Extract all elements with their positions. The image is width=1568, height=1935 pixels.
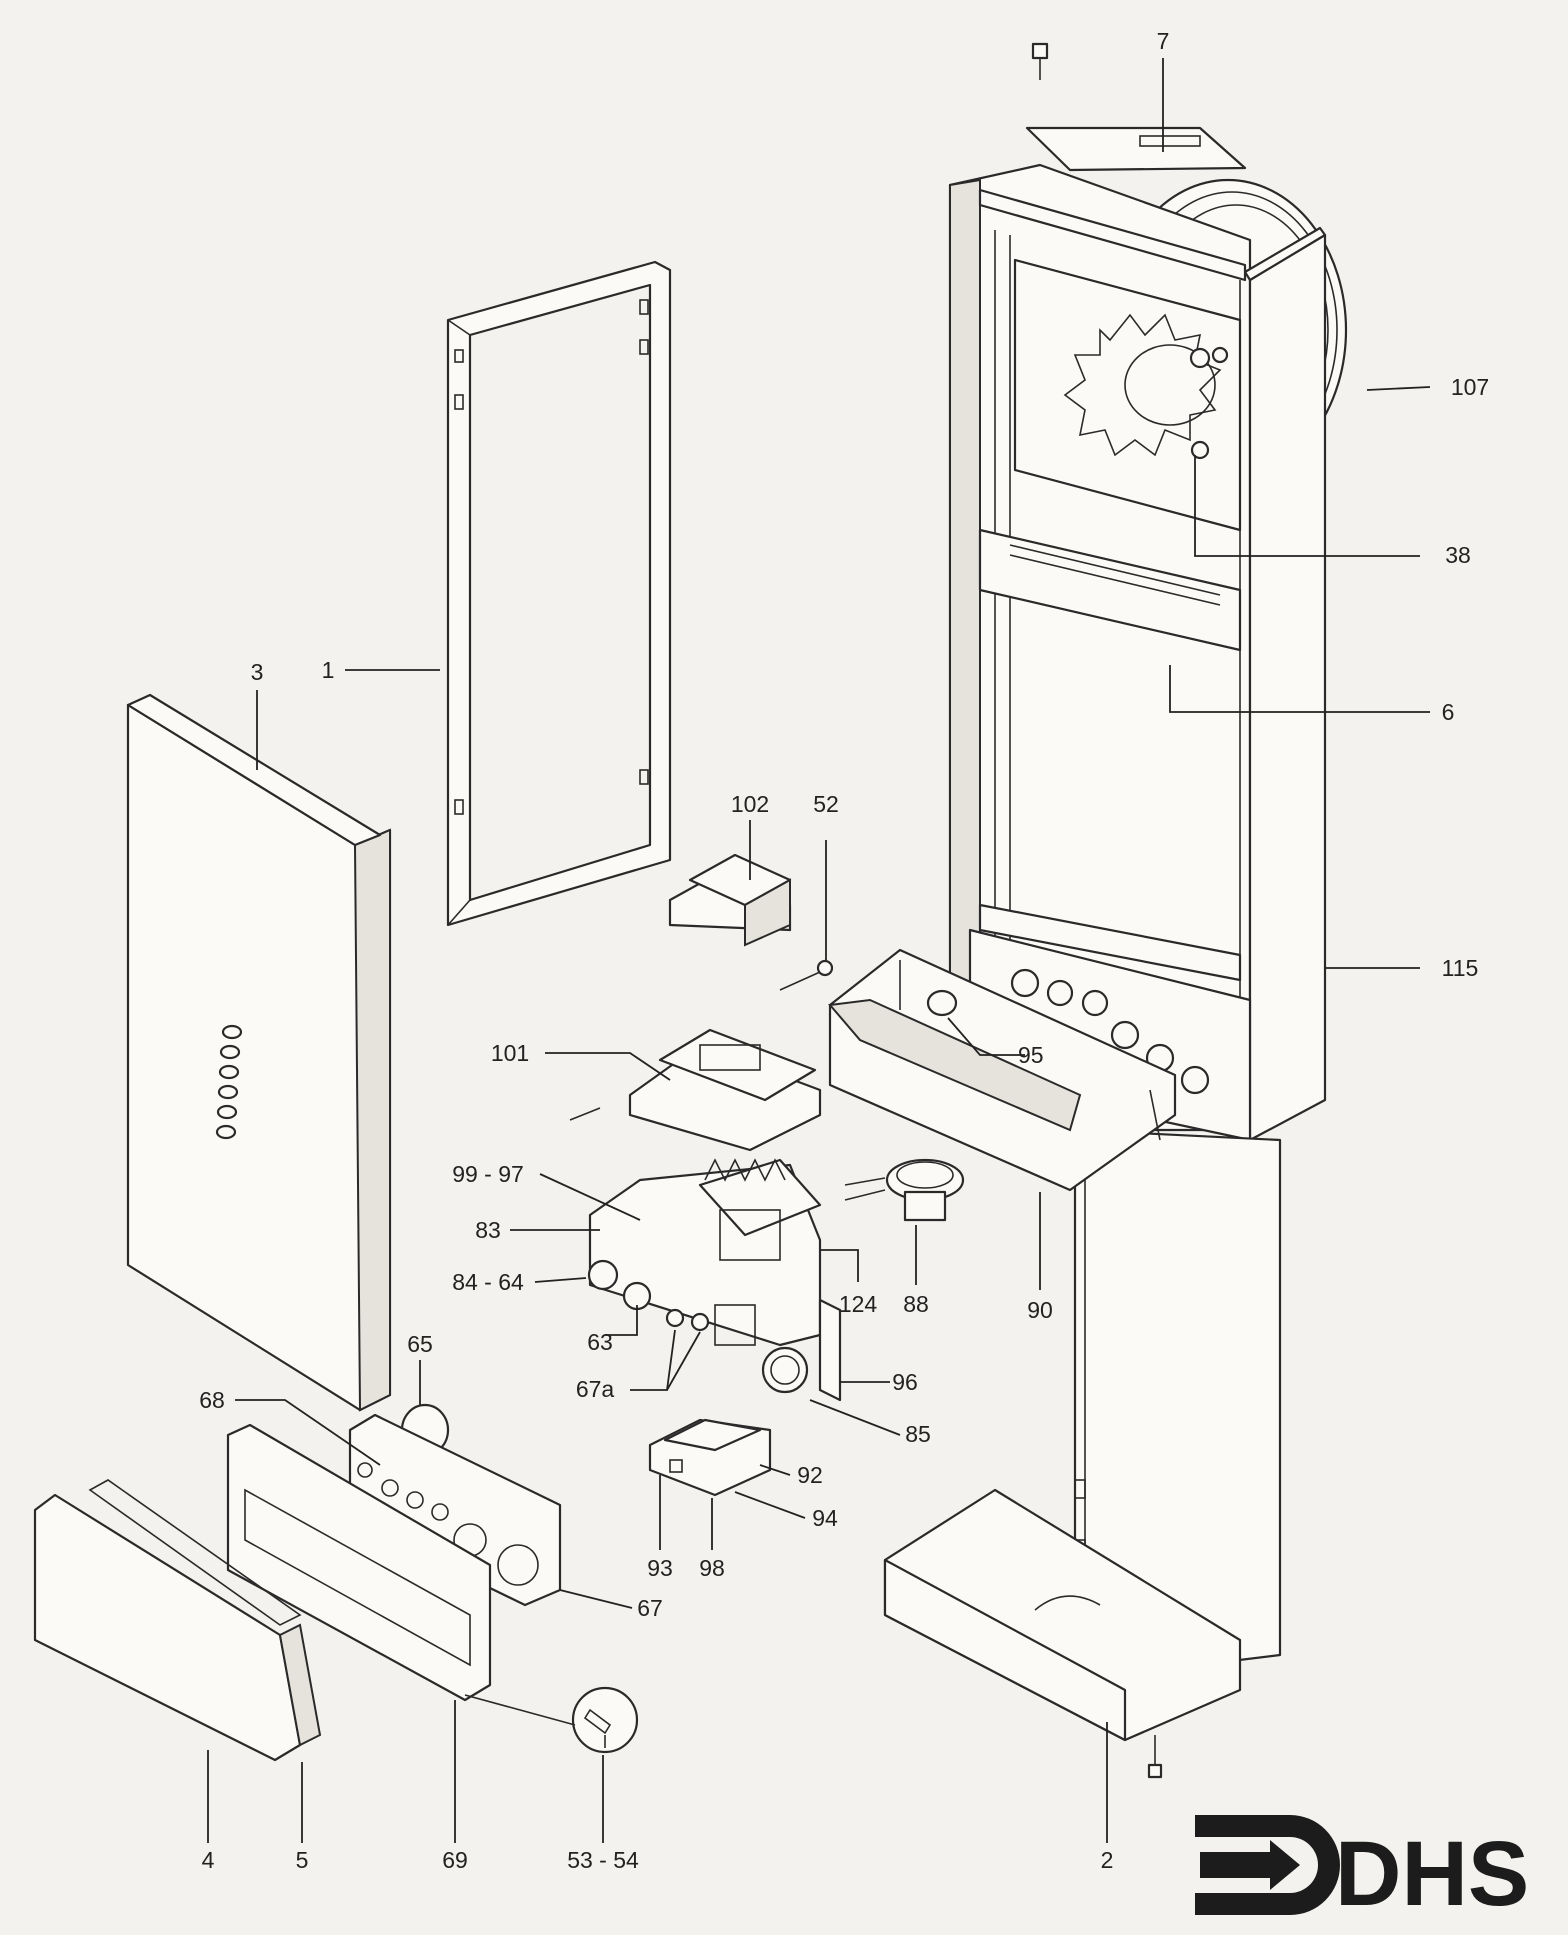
label-1: 1 [322, 657, 335, 683]
lower-front-panel [33, 1479, 322, 1762]
part-labels: 7 107 38 6 115 3 1 102 52 95 101 99 - 97… [199, 28, 1489, 1873]
label-90: 90 [1027, 1297, 1053, 1323]
label-2: 2 [1101, 1847, 1114, 1873]
label-52: 52 [813, 791, 839, 817]
chassis-frame [948, 42, 1348, 1682]
mounting-bracket [648, 1418, 772, 1497]
label-94: 94 [812, 1505, 838, 1531]
front-door [126, 693, 392, 1412]
leader-lines [207, 58, 1431, 1843]
label-85: 85 [905, 1421, 931, 1447]
label-95: 95 [1018, 1042, 1044, 1068]
rear-frame [446, 260, 672, 927]
logo-mark-icon [1195, 1815, 1340, 1915]
label-5: 5 [296, 1847, 309, 1873]
top-screw [1031, 42, 1049, 80]
label-98: 98 [699, 1555, 725, 1581]
logo-text: DHS [1335, 1823, 1529, 1925]
detail-circle [464, 1686, 639, 1754]
component-box-102 [668, 853, 792, 947]
label-38: 38 [1445, 542, 1471, 568]
label-53-54: 53 - 54 [567, 1847, 639, 1873]
label-4: 4 [202, 1847, 215, 1873]
label-67a: 67a [576, 1376, 615, 1402]
component-box-101 [569, 1028, 822, 1152]
label-67: 67 [637, 1595, 663, 1621]
screw-52 [779, 959, 834, 991]
label-6: 6 [1442, 699, 1455, 725]
control-board [587, 1158, 842, 1402]
label-68: 68 [199, 1387, 225, 1413]
label-99-97: 99 - 97 [452, 1161, 524, 1187]
label-93: 93 [647, 1555, 673, 1581]
label-101: 101 [491, 1040, 529, 1066]
label-107: 107 [1451, 374, 1489, 400]
label-63: 63 [587, 1329, 613, 1355]
tray [828, 948, 1177, 1192]
label-92: 92 [797, 1462, 823, 1488]
fan-star [1063, 313, 1229, 460]
label-83: 83 [475, 1217, 501, 1243]
dhs-logo: DHS [1195, 1815, 1529, 1925]
grommet [926, 989, 958, 1017]
top-plate [1025, 126, 1247, 172]
label-3: 3 [251, 659, 264, 685]
bezel [226, 1423, 492, 1702]
base-plate [883, 1488, 1242, 1779]
label-7: 7 [1157, 28, 1170, 54]
label-124: 124 [839, 1291, 878, 1317]
pressure-switch [844, 1158, 965, 1222]
label-96: 96 [892, 1369, 918, 1395]
label-115: 115 [1442, 955, 1479, 981]
label-69: 69 [442, 1847, 468, 1873]
label-65: 65 [407, 1331, 433, 1357]
label-84-64: 84 - 64 [452, 1269, 524, 1295]
label-102: 102 [731, 791, 769, 817]
label-88: 88 [903, 1291, 929, 1317]
